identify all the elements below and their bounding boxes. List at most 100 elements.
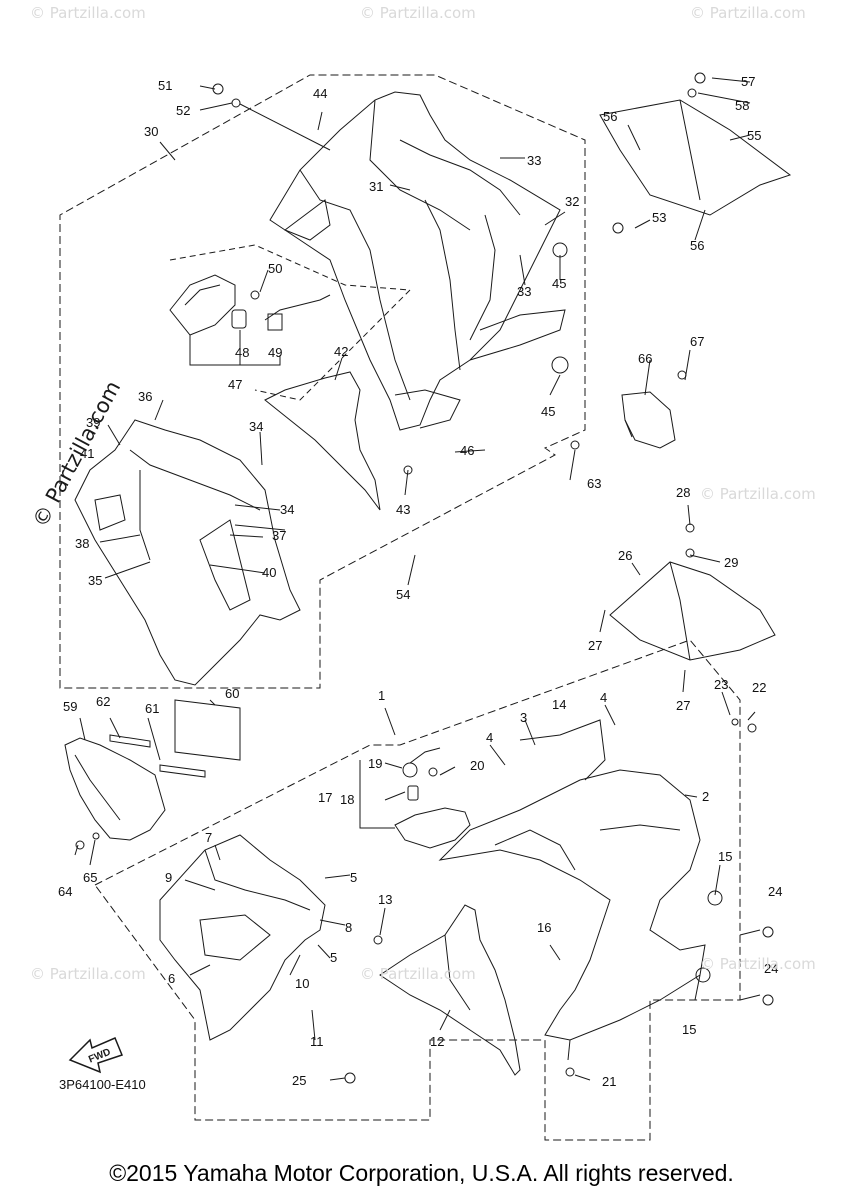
panel-59: [64, 737, 166, 841]
callout-58: 58: [735, 98, 749, 113]
callout-39: 39: [86, 415, 100, 430]
callout-43: 43: [396, 502, 410, 517]
callout-1: 1: [378, 688, 385, 703]
callout-5: 5: [330, 950, 337, 965]
callout-24: 24: [768, 884, 782, 899]
callout-51: 51: [158, 78, 172, 93]
callout-59: 59: [63, 699, 77, 714]
watermark-lower-mid: © Partzilla.com: [360, 965, 476, 983]
callout-24: 24: [764, 961, 778, 976]
callout-33: 33: [517, 284, 531, 299]
lower-inner-panel-6: [159, 834, 326, 1041]
group-47-boundary: [169, 244, 412, 401]
callout-40: 40: [262, 565, 276, 580]
callout-9: 9: [165, 870, 172, 885]
strip-62: [109, 734, 151, 748]
callout-54: 54: [396, 587, 410, 602]
watermark-top-left: © Partzilla.com: [30, 4, 146, 22]
callout-48: 48: [235, 345, 249, 360]
callout-23: 23: [714, 677, 728, 692]
callout-66: 66: [638, 351, 652, 366]
callout-41: 41: [80, 446, 94, 461]
callout-33: 33: [527, 153, 541, 168]
callout-25: 25: [292, 1073, 306, 1088]
callout-63: 63: [587, 476, 601, 491]
callout-61: 61: [145, 701, 159, 716]
callout-49: 49: [268, 345, 282, 360]
callout-53: 53: [652, 210, 666, 225]
callout-15: 15: [718, 849, 732, 864]
callout-20: 20: [470, 758, 484, 773]
callout-45: 45: [541, 404, 555, 419]
callout-37: 37: [272, 528, 286, 543]
bracket-66: [621, 391, 676, 449]
callout-46: 46: [460, 443, 474, 458]
diagram-code: 3P64100-E410: [59, 1077, 146, 1092]
fwd-arrow: [68, 1037, 123, 1074]
callout-16: 16: [537, 920, 551, 935]
group-1-boundary: [94, 639, 741, 1141]
callout-64: 64: [58, 884, 72, 899]
callout-42: 42: [334, 344, 348, 359]
turn-signal-17: [359, 747, 471, 849]
callout-55: 55: [747, 128, 761, 143]
group-30-boundary: [59, 74, 586, 689]
callout-35: 35: [88, 573, 102, 588]
callout-21: 21: [602, 1074, 616, 1089]
strip-61: [159, 764, 206, 778]
callout-3: 3: [520, 710, 527, 725]
callout-22: 22: [752, 680, 766, 695]
callout-34: 34: [249, 419, 263, 434]
callout-7: 7: [205, 830, 212, 845]
callout-50: 50: [268, 261, 282, 276]
callout-28: 28: [676, 485, 690, 500]
leader-lines: [74, 77, 761, 1081]
copyright-notice: ©2015 Yamaha Motor Corporation, U.S.A. A…: [109, 1160, 734, 1186]
callout-10: 10: [295, 976, 309, 991]
watermark-left-low: © Partzilla.com: [30, 965, 146, 983]
callout-60: 60: [225, 686, 239, 701]
callout-34: 34: [280, 502, 294, 517]
cover-26: [609, 561, 776, 661]
side-panel-12: [379, 904, 521, 1076]
callout-26: 26: [618, 548, 632, 563]
callout-2: 2: [702, 789, 709, 804]
callout-11: 11: [310, 1034, 324, 1049]
callout-56: 56: [603, 109, 617, 124]
callout-56: 56: [690, 238, 704, 253]
callout-47: 47: [228, 377, 242, 392]
callout-29: 29: [724, 555, 738, 570]
callout-6: 6: [168, 971, 175, 986]
callout-45: 45: [552, 276, 566, 291]
headlight-47: [169, 274, 331, 366]
callout-36: 36: [138, 389, 152, 404]
callout-17: 17: [318, 790, 332, 805]
callout-30: 30: [144, 124, 158, 139]
callout-8: 8: [345, 920, 352, 935]
callout-67: 67: [690, 334, 704, 349]
callout-18: 18: [340, 792, 354, 807]
watermark-top-mid: © Partzilla.com: [360, 4, 476, 22]
callout-4: 4: [486, 730, 493, 745]
callout-31: 31: [369, 179, 383, 194]
upper-fairing-30: [269, 91, 566, 431]
callout-27: 27: [588, 638, 602, 653]
callout-4: 4: [600, 690, 607, 705]
callout-5: 5: [350, 870, 357, 885]
callout-15: 15: [682, 1022, 696, 1037]
windshield-55: [599, 99, 792, 216]
callout-62: 62: [96, 694, 110, 709]
callout-57: 57: [741, 74, 755, 89]
bracket-42: [264, 371, 381, 511]
callout-52: 52: [176, 103, 190, 118]
fasteners: [75, 72, 774, 1084]
callout-27: 27: [676, 698, 690, 713]
callout-44: 44: [313, 86, 327, 101]
callout-19: 19: [368, 756, 382, 771]
decal-60: [174, 699, 241, 761]
callout-38: 38: [75, 536, 89, 551]
watermark-mid-right: © Partzilla.com: [700, 485, 816, 503]
callout-14: 14: [552, 697, 566, 712]
